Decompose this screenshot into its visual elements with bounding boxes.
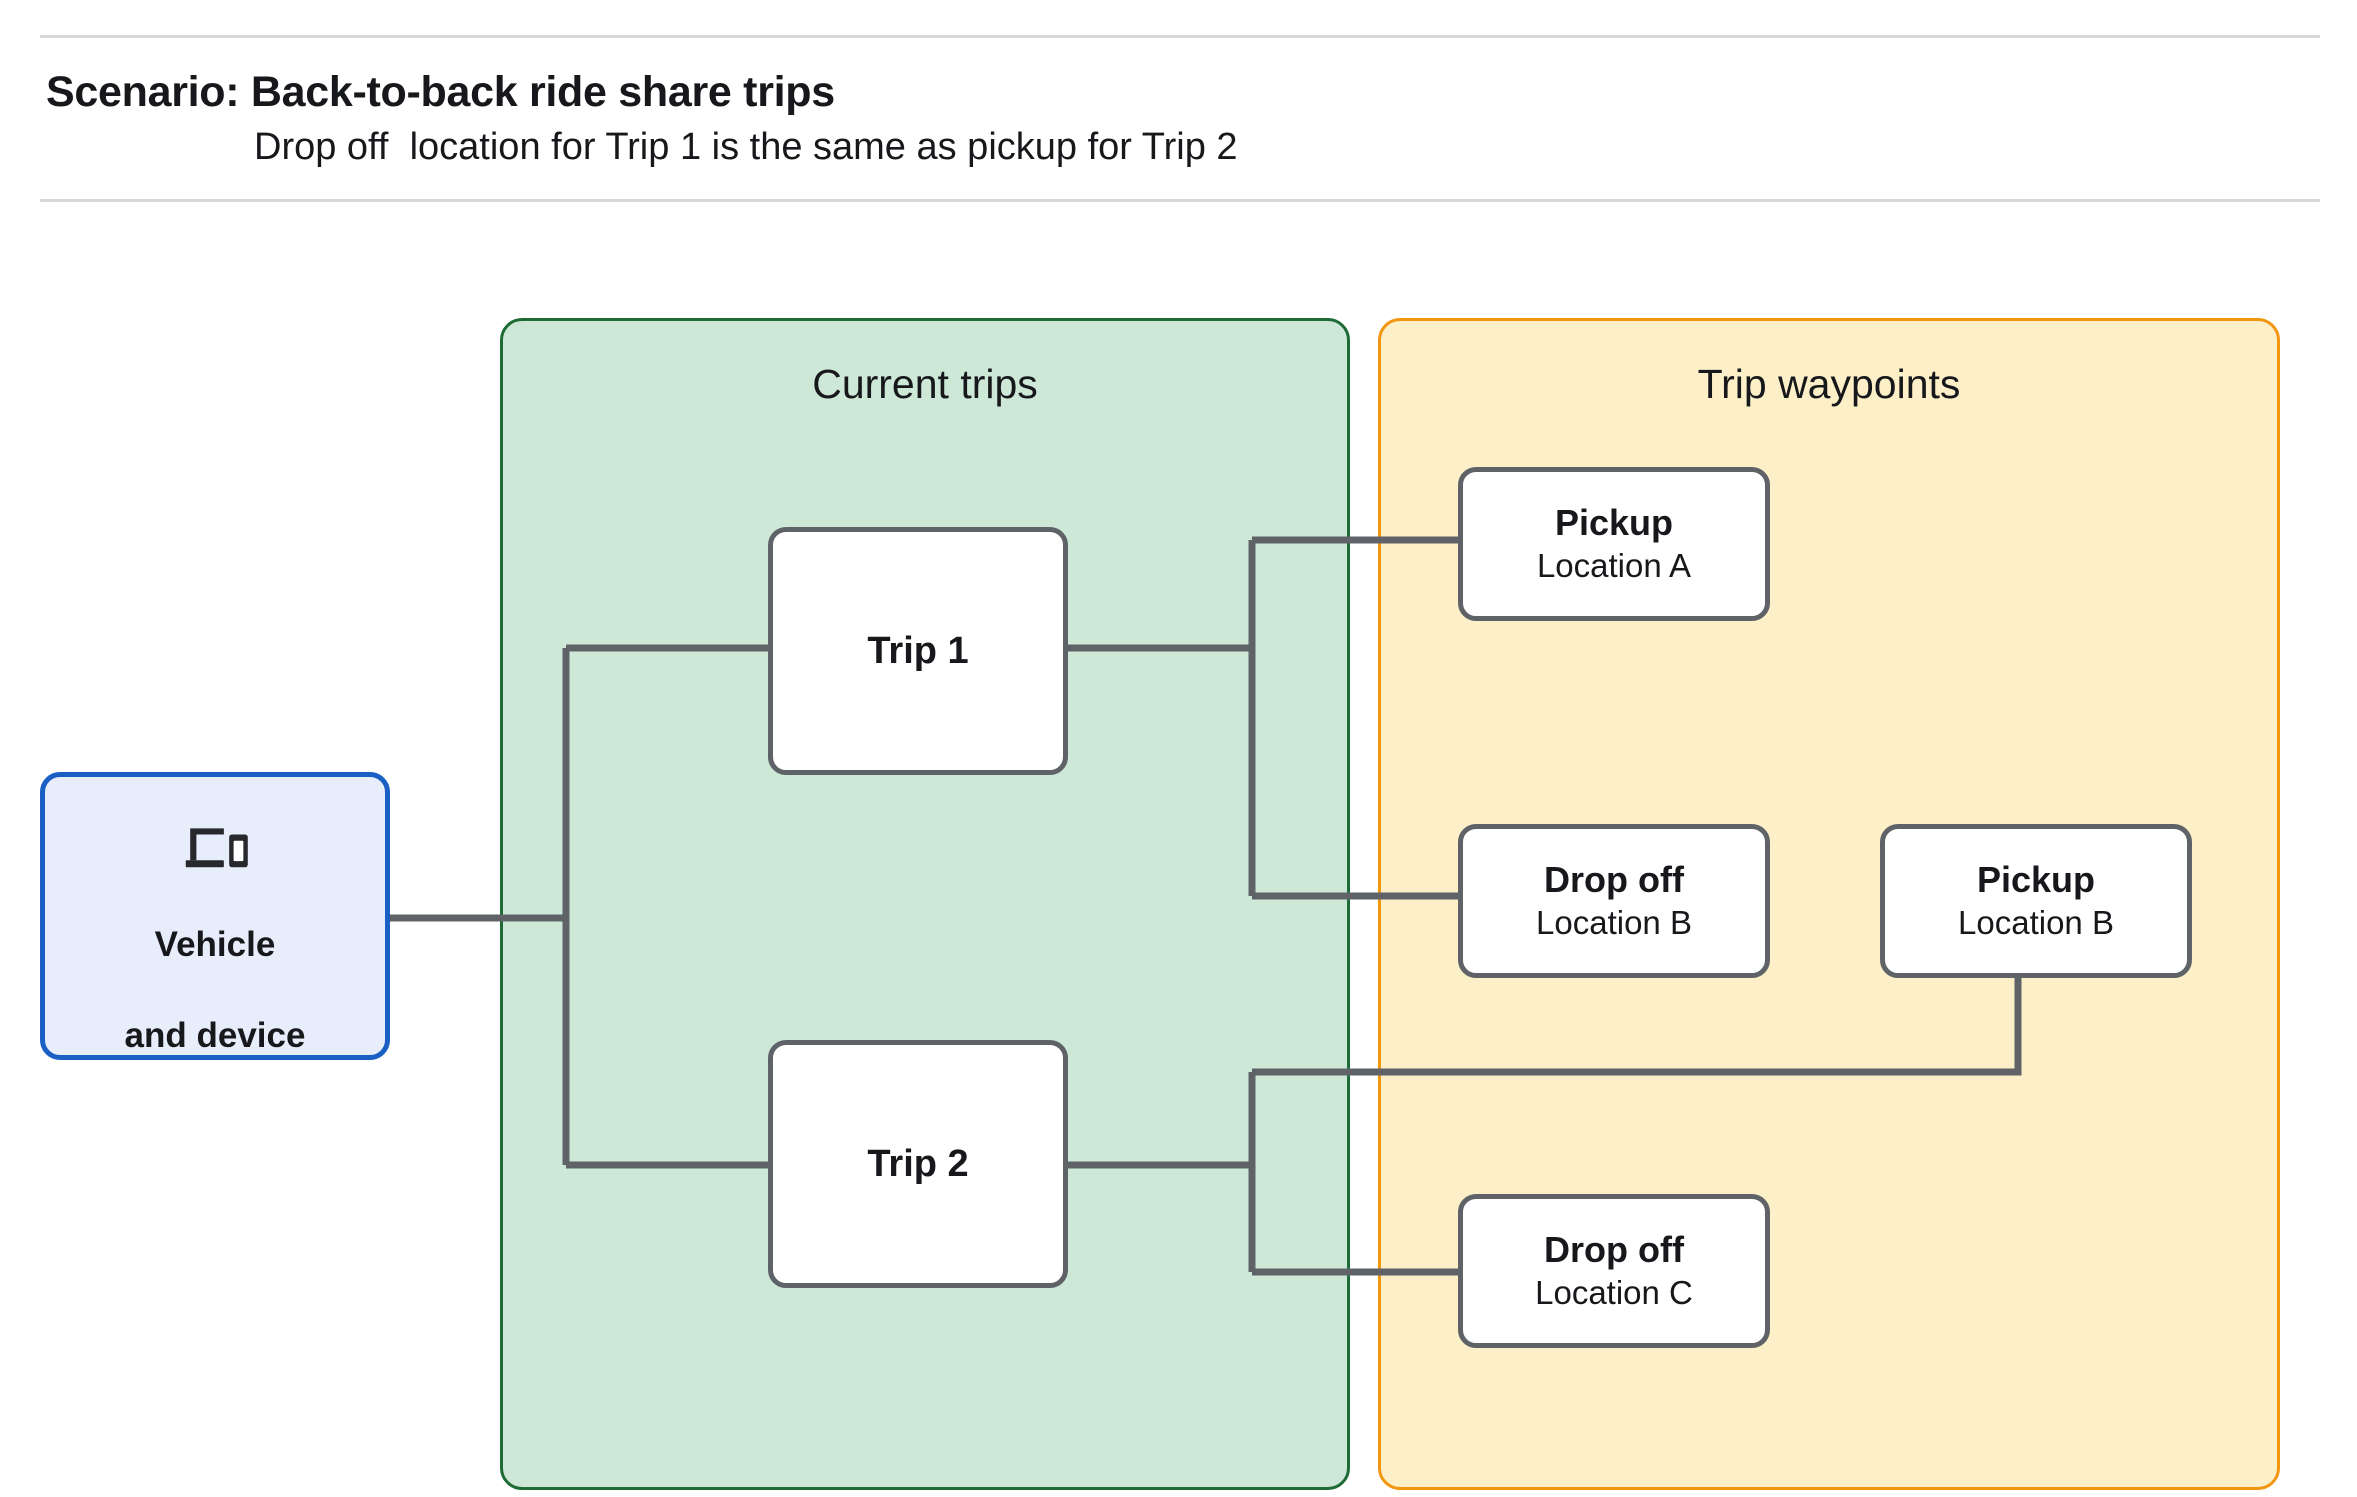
node-trip-1[interactable]: Trip 1 [768, 527, 1068, 775]
waypoint-location-label: Location B [1536, 903, 1692, 941]
node-trip-2[interactable]: Trip 2 [768, 1040, 1068, 1288]
node-pickup-location-b[interactable]: Pickup Location B [1880, 824, 2192, 978]
waypoint-location-label: Location C [1535, 1273, 1693, 1311]
group-title-current-trips: Current trips [812, 361, 1038, 407]
header-divider-top [40, 35, 2320, 38]
waypoint-type-label: Drop off [1544, 858, 1684, 900]
waypoint-type-label: Pickup [1976, 858, 2096, 900]
node-dropoff-location-b[interactable]: Drop off Location B [1458, 824, 1770, 978]
waypoint-type-label: Pickup [1554, 501, 1674, 543]
header-divider-bottom [40, 199, 2320, 202]
laptop-and-phone-icon [185, 828, 248, 868]
waypoint-type-label: Drop off [1544, 1228, 1684, 1270]
page-subtitle: Drop off location for Trip 1 is the same… [254, 126, 1238, 168]
node-vehicle-and-device[interactable]: Vehicle and device [40, 772, 390, 1060]
node-trip-1-label: Trip 1 [867, 629, 969, 672]
node-trip-2-label: Trip 2 [867, 1142, 969, 1185]
group-title-trip-waypoints: Trip waypoints [1697, 361, 1961, 407]
node-vehicle-label-line1: Vehicle [154, 924, 276, 964]
node-pickup-location-a[interactable]: Pickup Location A [1458, 467, 1770, 621]
waypoint-location-label: Location A [1536, 546, 1692, 584]
group-current-trips: Current trips [500, 318, 1350, 1490]
page-title: Scenario: Back-to-back ride share trips [46, 68, 835, 116]
node-dropoff-location-c[interactable]: Drop off Location C [1458, 1194, 1770, 1348]
edge-trip-2-to-pickup-b [1252, 978, 2022, 1076]
waypoint-location-label: Location B [1958, 903, 2114, 941]
node-vehicle-label-line2: and device [124, 1015, 306, 1055]
